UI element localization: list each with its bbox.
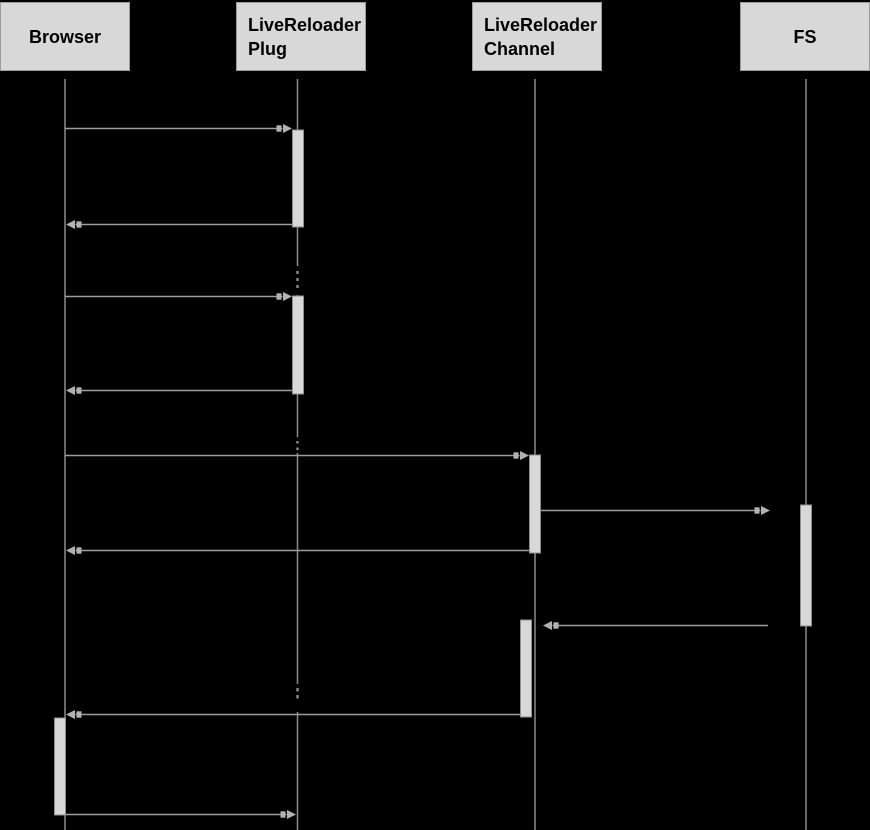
activation-bar-channel-2	[529, 454, 541, 554]
lifeline-gap-dash-1-0	[296, 441, 299, 444]
message-arrow-browser-to-channel-4-arrowtail	[513, 452, 519, 459]
message-arrow-channel-to-fs-5-arrowtail	[754, 507, 760, 514]
lifeline-gap-dash-0-1	[296, 278, 299, 281]
message-arrow-browser-to-plug-9-arrowhead-icon	[287, 810, 296, 819]
message-arrow-browser-to-plug-0-arrowhead-icon	[283, 124, 292, 133]
message-arrow-browser-to-plug-2-arrowhead-icon	[283, 292, 292, 301]
activation-bar-channel-3	[520, 619, 532, 718]
message-arrow-channel-to-browser-6-arrowhead-icon	[66, 546, 75, 555]
lifeline-gap-dash-1-1	[296, 447, 299, 450]
activation-bar-plug-1	[292, 295, 304, 395]
actor-box-livereloader-plug: LiveReloader Plug	[236, 2, 366, 71]
actor-box-livereloader-channel: LiveReloader Channel	[472, 2, 602, 71]
message-arrow-channel-to-browser-6-arrowtail	[76, 547, 82, 554]
message-arrow-plug-to-browser-1-arrowhead-icon	[66, 220, 75, 229]
actor-label-livereloader-plug: LiveReloader Plug	[248, 14, 362, 59]
activation-bar-plug-0	[292, 129, 304, 228]
actor-box-browser: Browser	[0, 2, 130, 71]
message-arrow-channel-to-fs-5-arrowhead-icon	[761, 506, 770, 515]
activation-bar-fs-4	[800, 504, 812, 627]
actor-label-fs: FS	[793, 26, 817, 47]
lifeline-gap-dash-2-1	[296, 695, 299, 699]
message-arrow-browser-to-channel-4-arrowhead-icon	[520, 451, 529, 460]
message-arrow-plug-to-browser-3-arrowhead-icon	[66, 386, 75, 395]
message-arrow-plug-to-browser-3-arrowtail	[76, 387, 82, 394]
actor-box-fs: FS	[740, 2, 870, 71]
message-arrow-fs-to-channel-7-arrowhead-icon	[543, 621, 552, 630]
activation-bar-browser-5	[54, 717, 66, 816]
lifeline-gap-dash-2-0	[296, 688, 299, 692]
actor-label-browser: Browser	[28, 26, 102, 47]
message-arrow-channel-to-browser-8-arrowhead-icon	[66, 710, 75, 719]
message-arrow-browser-to-plug-2-arrowtail	[276, 293, 282, 300]
message-arrow-channel-to-browser-8-arrowtail	[76, 711, 82, 718]
lifeline-gap-dash-0-0	[296, 271, 299, 274]
message-arrow-browser-to-plug-0-arrowtail	[276, 125, 282, 132]
lifeline-gap-cover-1	[295, 437, 300, 453]
actor-label-livereloader-channel: LiveReloader Channel	[484, 14, 598, 59]
message-arrow-plug-to-browser-1-arrowtail	[76, 221, 82, 228]
lifeline-gap-dash-0-2	[296, 285, 299, 288]
message-arrow-fs-to-channel-7-arrowtail	[553, 622, 559, 629]
message-arrow-browser-to-plug-9-arrowtail	[280, 811, 286, 818]
